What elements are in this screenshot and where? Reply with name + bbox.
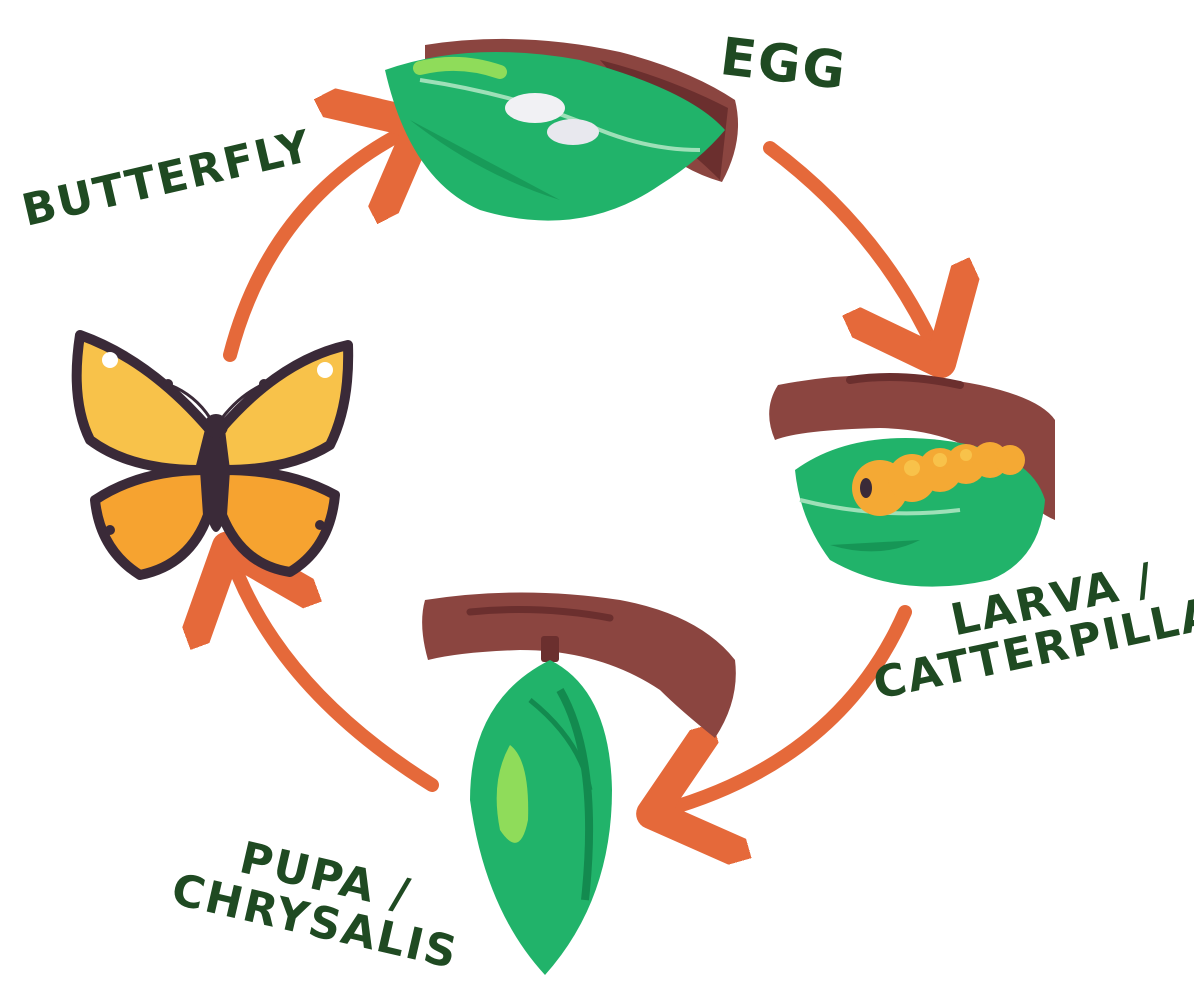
butterfly-icon bbox=[77, 335, 349, 575]
egg-leaf-icon bbox=[385, 39, 738, 221]
caterpillar-leaf-icon bbox=[769, 375, 1055, 587]
arrow-pupa-to-butterfly bbox=[232, 560, 432, 785]
arrow-egg-to-larva bbox=[770, 148, 935, 350]
chrysalis-icon bbox=[422, 593, 736, 976]
